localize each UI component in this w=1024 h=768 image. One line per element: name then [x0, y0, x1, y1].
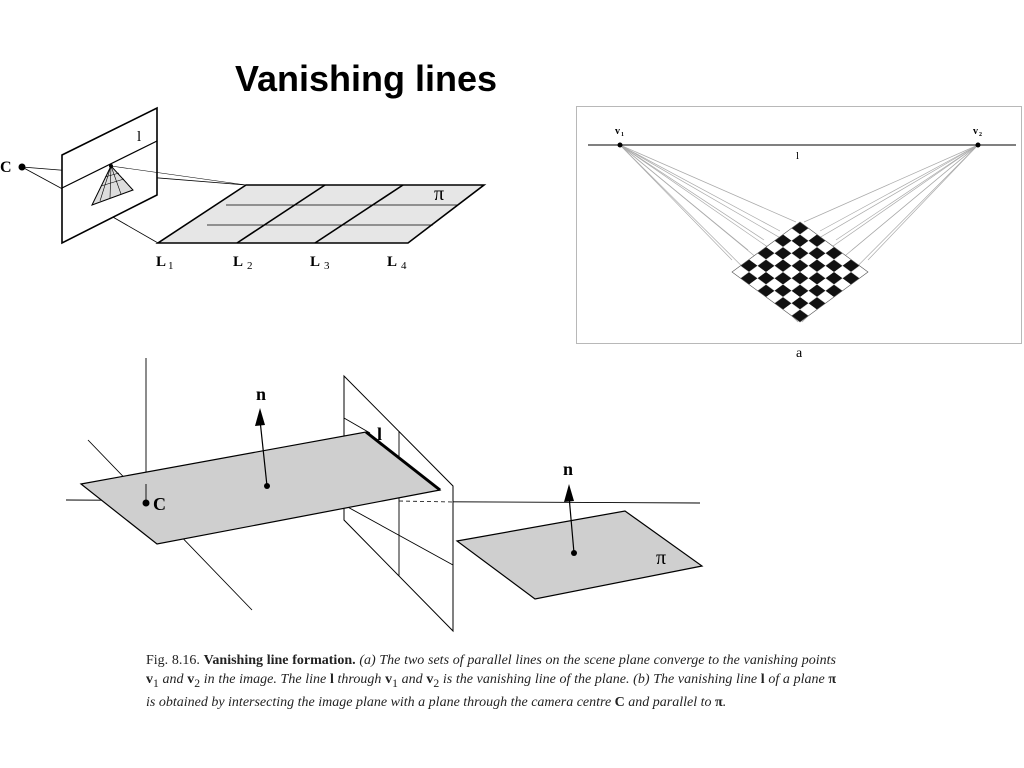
v1-label: v1 [615, 126, 624, 138]
checkerboard [731, 221, 869, 323]
panel-a-label: a [796, 346, 803, 361]
camera-centre-dot [18, 163, 26, 171]
camera-label-b: C [153, 494, 166, 514]
plane-label: π [434, 183, 444, 205]
figure-3-vanishing-line-construction: n l C n π [65, 358, 704, 633]
panel-a-frame [576, 106, 1022, 344]
line-l2 [236, 184, 326, 244]
slide-title: Vanishing lines [234, 58, 498, 99]
vanishing-line [61, 140, 158, 189]
normal-arrow-2 [564, 484, 574, 502]
v1-point [617, 142, 623, 148]
v2-label: v2 [973, 126, 982, 138]
figure-2-checkerboard-vanishing-points: v1 v2 l a [588, 126, 1016, 361]
caption-heading: Vanishing line formation. [203, 653, 356, 668]
figure-caption: Fig. 8.16. Vanishing line formation. (a)… [146, 653, 837, 710]
v2-point [975, 142, 981, 148]
line-l3 [314, 184, 404, 244]
vanishing-line-b [365, 430, 441, 492]
ground-plane [155, 184, 487, 244]
normal-arrow-1 [255, 408, 265, 426]
scene-plane-label: π [656, 547, 666, 569]
camera-label: C [0, 159, 12, 176]
camera-centre-b [142, 499, 150, 507]
vanishing-line-b-label: l [377, 424, 382, 444]
caption-fig-number: Fig. 8.16. [146, 653, 200, 668]
scene-plane [455, 510, 704, 600]
horizon-label: l [796, 150, 799, 162]
vanishing-line-label: l [137, 129, 141, 145]
normal-label-1: n [256, 384, 266, 404]
normal-label-2: n [563, 459, 573, 479]
